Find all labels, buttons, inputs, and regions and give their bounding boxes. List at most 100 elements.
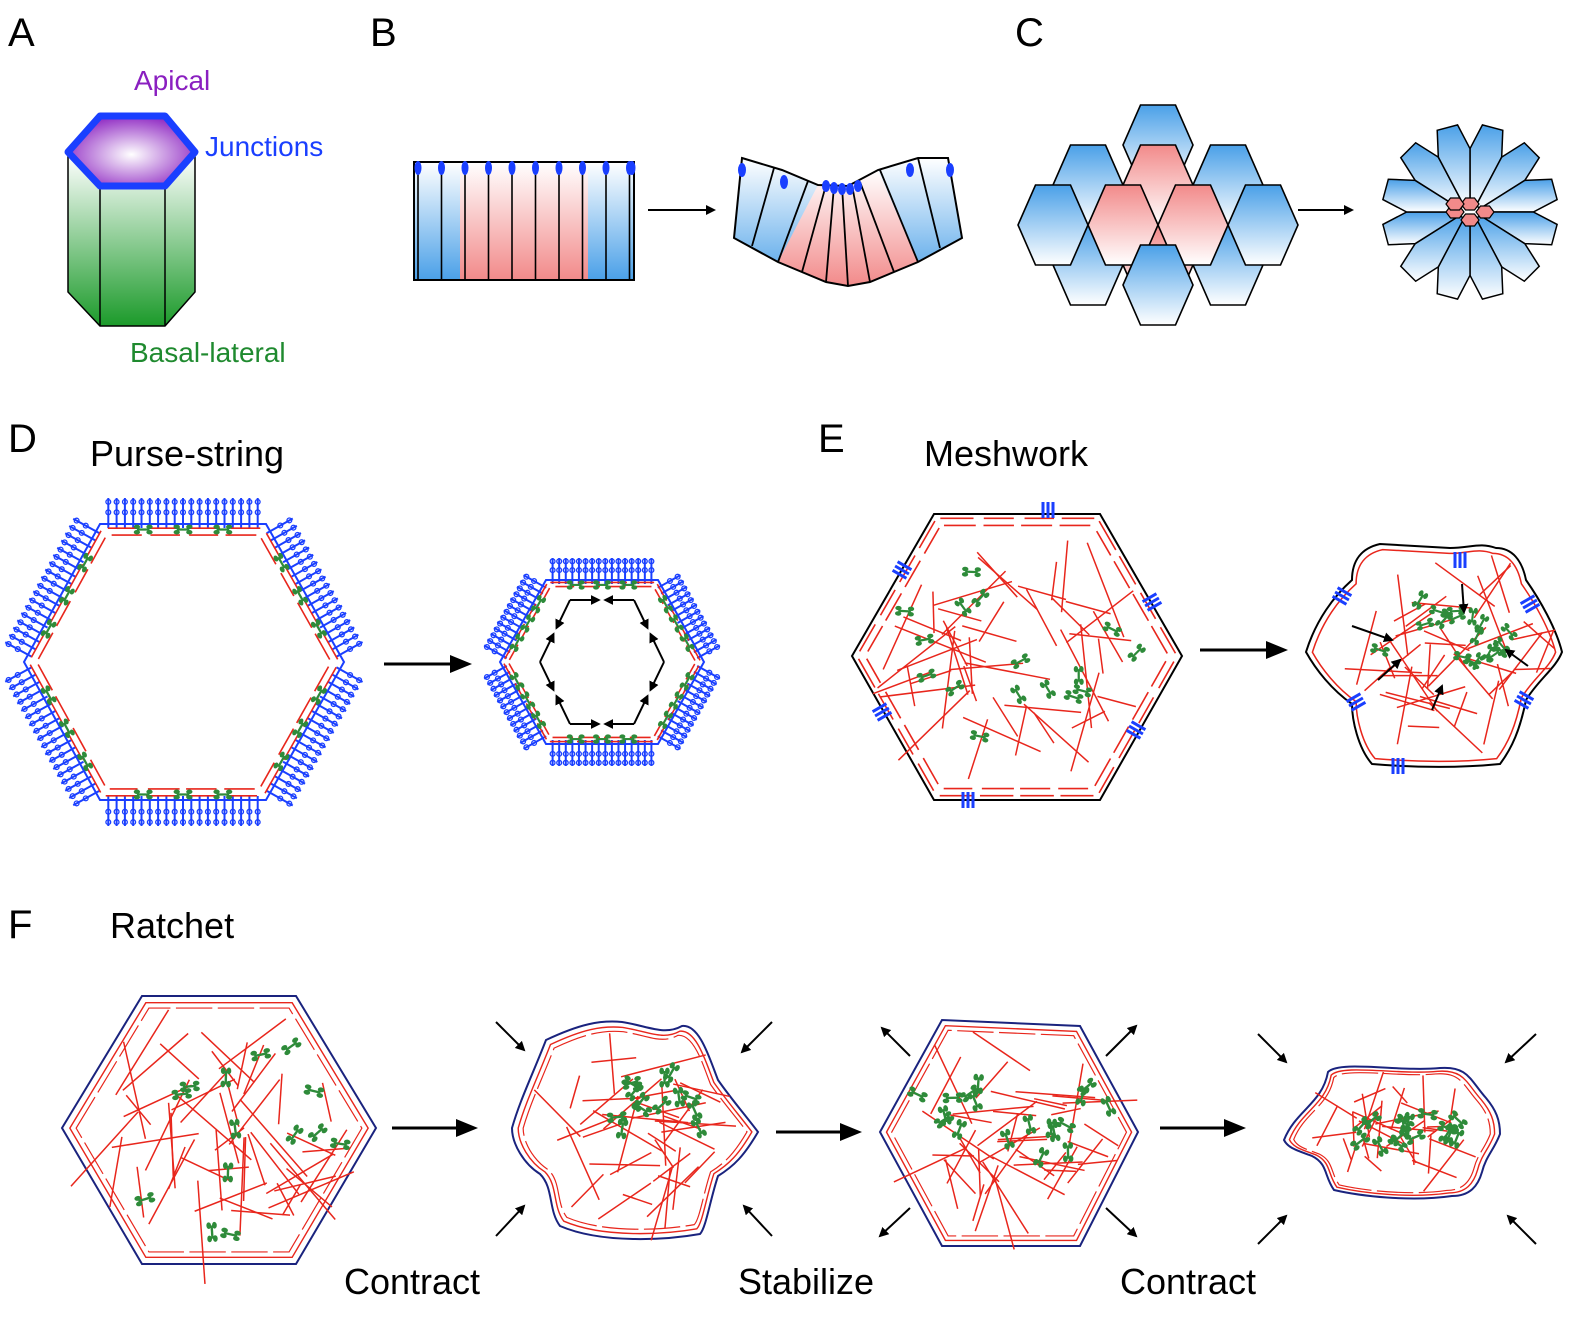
panel-letter-b: B: [370, 11, 397, 55]
junction-cluster: [1141, 592, 1163, 612]
cell-membrane: [878, 1018, 1140, 1247]
myosin-motor: [668, 614, 684, 633]
cell-membrane: [1282, 1065, 1502, 1200]
actin-filament: [903, 616, 962, 642]
myosin-motor: [1073, 665, 1084, 685]
myosin-motor: [220, 1067, 232, 1088]
myosin-motor: [1350, 1132, 1371, 1151]
actin-filament: [932, 591, 935, 634]
junction-dot: [532, 161, 539, 175]
actin-filament: [277, 1073, 283, 1125]
actin-filament: [622, 1193, 653, 1206]
actin-filament: [243, 1044, 265, 1095]
myosin-motor: [206, 1221, 218, 1243]
myosin-motor: [1062, 1142, 1074, 1163]
actin-filament: [647, 1132, 677, 1152]
actin-filament: [978, 601, 1005, 642]
myosin-motor: [281, 1037, 302, 1056]
myosin-motor: [250, 1048, 272, 1062]
panel-f: F Ratchet Contract Stabilize Contract: [8, 903, 1537, 1302]
cortical-actin: [54, 695, 71, 722]
actin-filament: [945, 627, 969, 695]
actin-filament: [972, 1031, 1031, 1072]
myosin-motor: [651, 1095, 672, 1115]
cadherin: [12, 680, 40, 698]
myosin-motor: [531, 710, 547, 730]
actin-filament: [321, 1082, 332, 1122]
myosin-motor: [657, 710, 673, 730]
cortical-actin: [260, 537, 277, 565]
junction-cluster: [1125, 720, 1147, 740]
junction-cluster: [891, 560, 913, 580]
actin-filament: [1392, 1085, 1408, 1104]
actin-filament: [1395, 617, 1456, 637]
cadherin: [282, 546, 310, 564]
actin-filament: [1423, 630, 1470, 652]
neighbor-cell: [1122, 244, 1194, 326]
myosin-motor: [520, 614, 536, 633]
myosin-motor: [1022, 1114, 1037, 1136]
actin-filament: [265, 1153, 334, 1195]
flat-cell-borders: [414, 161, 636, 280]
junction-dot: [602, 161, 610, 175]
actin-filament: [268, 1171, 355, 1209]
actin-filament: [992, 697, 1019, 737]
myosin-motor: [621, 1075, 643, 1093]
myosin-motor: [1039, 679, 1056, 699]
myosin-motor: [58, 718, 75, 739]
actin-filament: [650, 1167, 674, 1241]
flat-epithelium: [413, 161, 635, 281]
cadherin: [60, 539, 88, 556]
bent-junction-dots: [738, 163, 954, 195]
cortical-actin: [1118, 555, 1137, 585]
cortical-actin: [1098, 766, 1115, 794]
actin-filament: [933, 1044, 973, 1125]
myosin-motor: [329, 1137, 351, 1151]
contraction-arrow: [539, 661, 555, 692]
myosin-motor: [310, 685, 327, 705]
ratchet-title: Ratchet: [110, 905, 234, 946]
actin-filament: [1352, 1105, 1383, 1130]
cortical-actin: [918, 520, 936, 549]
myosin-motor: [222, 1162, 234, 1183]
actin-filament: [997, 1138, 1048, 1143]
myosin-motor: [1102, 621, 1123, 637]
cadherin: [311, 710, 339, 727]
myosin-motor: [1055, 1116, 1076, 1134]
junction-cluster: [1519, 594, 1541, 614]
myosin-motor: [77, 552, 94, 573]
cadherin: [20, 695, 48, 712]
actin-filament: [930, 1056, 962, 1115]
actin-filament: [1083, 1123, 1119, 1147]
cadherin: [48, 561, 76, 578]
myosin-motor: [1370, 643, 1390, 657]
actin-filament: [932, 1154, 975, 1157]
myosin-motor: [173, 789, 193, 800]
actin-filament: [589, 1163, 661, 1167]
purse-string-title: Purse-string: [90, 433, 284, 474]
myosin-motor: [133, 789, 153, 800]
actin-filament: [200, 1031, 255, 1083]
actin-filament: [620, 1054, 706, 1078]
actin-filament: [159, 1043, 200, 1080]
cadherin: [32, 717, 60, 734]
cortical-actin: [85, 530, 102, 559]
cell-membrane: [22, 523, 346, 801]
constricted-cell: [1475, 205, 1495, 219]
meshwork-cell-before: [850, 502, 1184, 808]
junction-cluster: [871, 702, 893, 722]
cortical-actin: [296, 697, 312, 724]
actin-filament: [219, 1092, 240, 1164]
actin-filament: [1050, 561, 1058, 601]
actin-filament: [1428, 702, 1483, 754]
junction-cluster: [1513, 690, 1535, 710]
actin-filament: [1363, 1142, 1420, 1155]
myosin-motor: [914, 633, 935, 646]
actin-filament: [1426, 644, 1432, 689]
cortical-actin: [322, 633, 339, 660]
actin-filament: [1411, 1159, 1457, 1179]
myosin-motor: [509, 633, 525, 652]
myosin-motor: [1076, 1077, 1097, 1097]
junction-dot: [555, 161, 563, 175]
cadherin: [24, 702, 52, 719]
